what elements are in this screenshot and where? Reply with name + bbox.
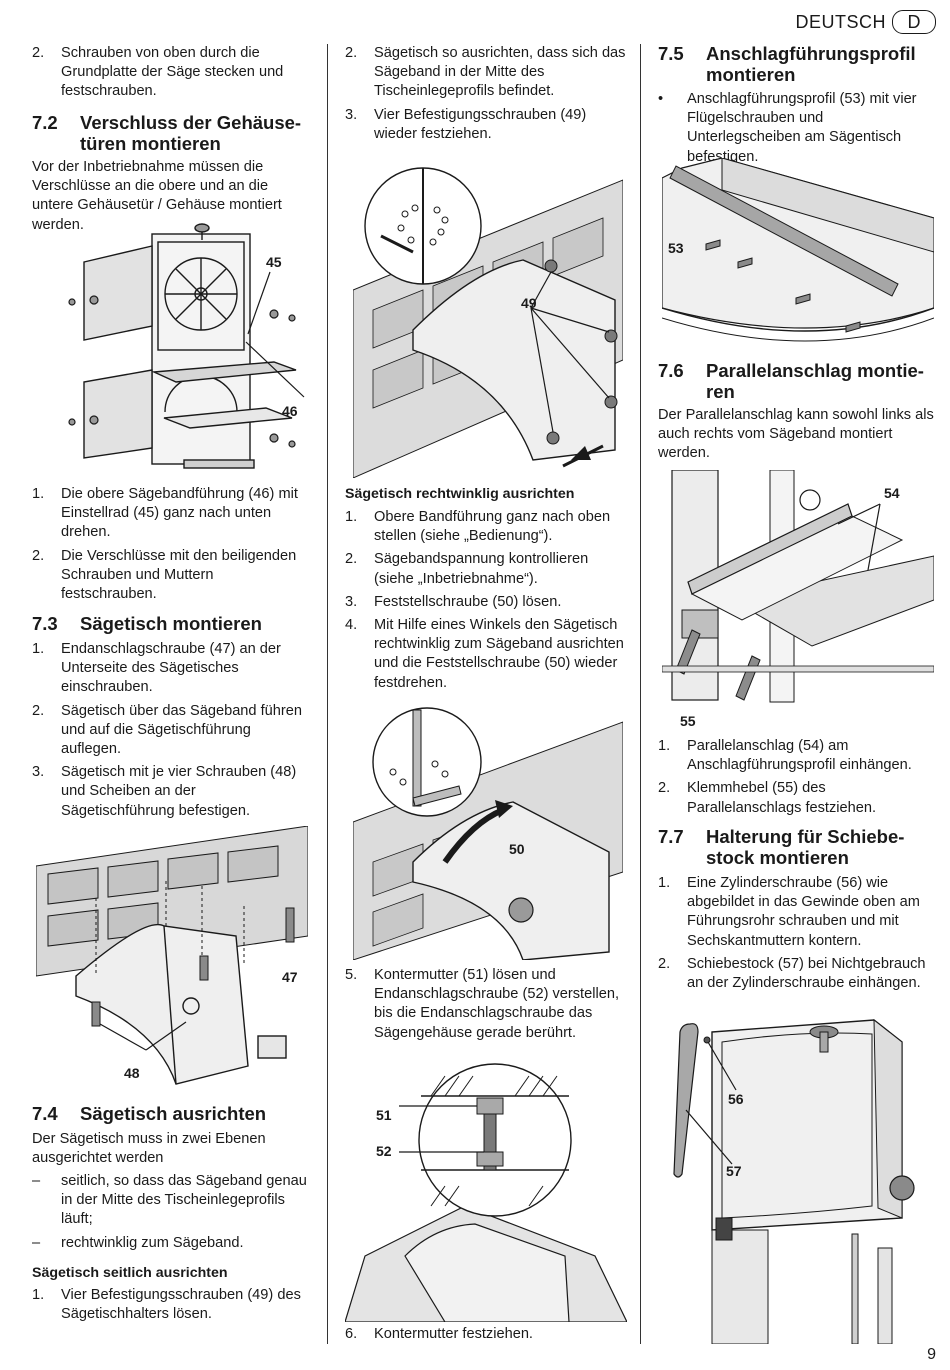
section-7-3-steps: 1.Endanschlagschraube (47) an der Unters… [32,640,310,825]
list-item: 2.Schiebestock (57) bei Nichtgebrauch an… [658,955,926,992]
language-label: DEUTSCH [795,11,886,32]
list-item: 3.Feststellschraube (50) lösen. [345,593,562,610]
list-item: 2.Sägebandspannung kontrollieren (siehe … [345,551,589,587]
section-heading-7-5: 7.5 Anschlagführungsprofil montieren [658,43,916,85]
section-heading-7-4: 7.4 Sägetisch ausrichten [32,1103,267,1124]
section-heading-7-3: 7.3 Sägetisch montieren [32,613,262,634]
figure-label-50: 50 [509,841,525,857]
figure-label-52: 52 [376,1143,392,1159]
page-number: 9 [927,1346,936,1363]
list-item: 3.Sägetisch mit je vier Schrauben (48) u… [32,764,297,819]
section-heading-7-6: 7.6 Parallelanschlag montie-ren [658,360,924,402]
list-item: 1.Parallelanschlag (54) am Anschlagführu… [658,738,912,774]
figure-label-54: 54 [884,485,900,501]
figure-label-53: 53 [668,240,684,256]
list-item: 5.Kontermutter (51) lösen und Endanschla… [345,967,619,1041]
page-header: DEUTSCH D [795,10,936,34]
figure-label-57: 57 [726,1163,742,1179]
figure-rip-fence: 54 55 [662,470,934,729]
figure-label-51: 51 [376,1107,392,1123]
list-item: 2.Schrauben von oben durch die Grundplat… [32,45,284,100]
figure-push-stick-holder: 56 57 [673,1018,915,1344]
list-item: 2.Die Verschlüsse mit den beiligenden Sc… [32,547,297,603]
column-divider [640,44,641,1344]
figure-label-46: 46 [282,403,298,419]
list-item: 2.Klemmhebel (55) des Parallelanschlags … [658,780,877,816]
figure-label-45: 45 [266,254,282,270]
figure-door-latches: 45 46 [68,223,305,469]
list-item: •Anschlagführungsprofil (53) mit vier Fl… [658,91,917,165]
section-7-7-steps: 1.Eine Zylinderschraube (56) wie abgebil… [658,874,934,997]
column-2-steps-top: 2.Sägetisch so ausrichten, dass sich das… [345,44,627,148]
figure-label-55: 55 [680,713,696,729]
figure-label-56: 56 [728,1091,744,1107]
list-item: 1.Eine Zylinderschraube (56) wie abgebil… [658,875,920,949]
list-item: 1.Obere Bandführung ganz nach oben stell… [345,509,611,545]
list-item: 4.Mit Hilfe eines Winkels den Sägetisch … [345,617,624,691]
language-badge: D [892,10,936,34]
section-7-6-steps: 1.Parallelanschlag (54) am Anschlagführu… [658,737,934,822]
list-item: 1.Vier Befestigungsschrauben (49) des Sä… [32,1287,301,1323]
section-7-6-body: Der Parallelanschlag kann sowohl links a… [658,407,934,462]
figure-table-lateral-alignment: 49 [353,167,623,478]
section-7-2-steps: 1.Die obere Sägebandführung (46) mit Ein… [32,485,310,608]
list-item: 2.Sägetisch so ausrichten, dass sich das… [345,45,626,100]
column-2-step-6: 6.Kontermutter festziehen. [345,1325,627,1348]
figure-table-mount: 47 48 [36,826,308,1085]
list-item: 2.Sägetisch über das Sägeband führen und… [32,702,302,758]
list-item: 1.Endanschlagschraube (47) an der Unters… [32,641,281,696]
subheading-square-alignment: Sägetisch rechtwinklig ausrichten [345,486,575,502]
section-7-4-dash-list: –seitlich, so dass das Sägeband genau in… [32,1172,310,1257]
list-item: –rechtwinklig zum Sägeband. [32,1234,244,1251]
column-divider [327,44,328,1344]
figure-label-48: 48 [124,1065,140,1081]
figure-label-47: 47 [282,969,298,985]
list-item: –seitlich, so dass das Sägeband genau in… [32,1173,307,1228]
section-heading-7-2: 7.2 Verschluss der Gehäuse-türen montier… [32,112,302,154]
section-7-2-body: Vor der Inbetriebnahme müssen die Versch… [32,159,282,233]
list-item: 6.Kontermutter festziehen. [345,1326,533,1342]
column-2-steps-middle: 1.Obere Bandführung ganz nach oben stell… [345,508,627,697]
list-item: 1.Die obere Sägebandführung (46) mit Ein… [32,486,298,541]
figure-label-49: 49 [521,295,537,311]
section-heading-7-7: 7.7 Halterung für Schiebe-stock montiere… [658,826,905,868]
section-7-5-bullets: •Anschlagführungsprofil (53) mit vier Fl… [658,90,934,171]
figure-guide-profile: 53 [662,158,934,342]
figure-table-square-alignment: 50 [353,707,623,960]
subheading-lateral-alignment: Sägetisch seitlich ausrichten [32,1265,228,1281]
section-7-4-steps: 1.Vier Befestigungsschrauben (49) des Sä… [32,1286,310,1328]
column-2-step-5: 5.Kontermutter (51) lösen und Endanschla… [345,966,627,1047]
figure-end-stop-screw: 51 52 [345,1063,627,1322]
section-7-4-body: Der Sägetisch muss in zwei Ebenen ausger… [32,1131,266,1167]
intro-list: 2.Schrauben von oben durch die Grundplat… [32,44,310,106]
list-item: 3.Vier Befestigungsschrauben (49) wieder… [345,106,587,142]
